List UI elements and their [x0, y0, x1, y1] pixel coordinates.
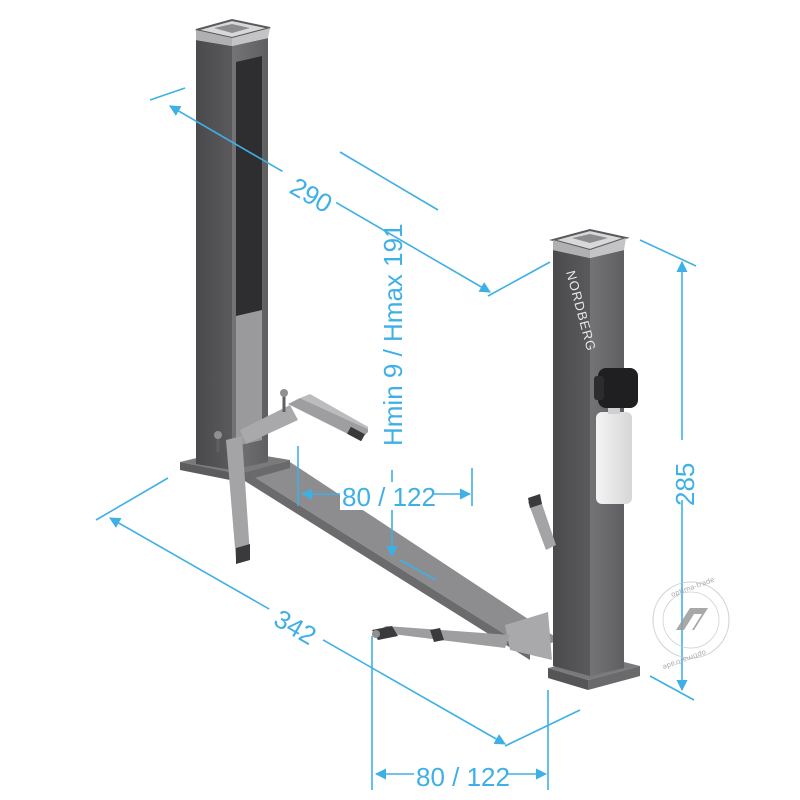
lift-structure [180, 18, 640, 690]
hydraulic-unit [594, 368, 638, 504]
dim-height-range: Hmin 9 / Hmax 191 [378, 223, 408, 446]
dim-arm-upper: 80 / 122 [342, 482, 436, 512]
dim-column-height: 285 [670, 463, 700, 506]
watermark-text-bottom: optima-trade [661, 648, 707, 671]
oil-reservoir [596, 412, 632, 504]
dim-arm-lower: 80 / 122 [416, 762, 510, 792]
watermark-text-top: optima-trade [670, 576, 716, 599]
left-column [195, 18, 271, 470]
motor [598, 368, 638, 408]
watermark-logo: optima-trade optima-trade [652, 576, 730, 671]
